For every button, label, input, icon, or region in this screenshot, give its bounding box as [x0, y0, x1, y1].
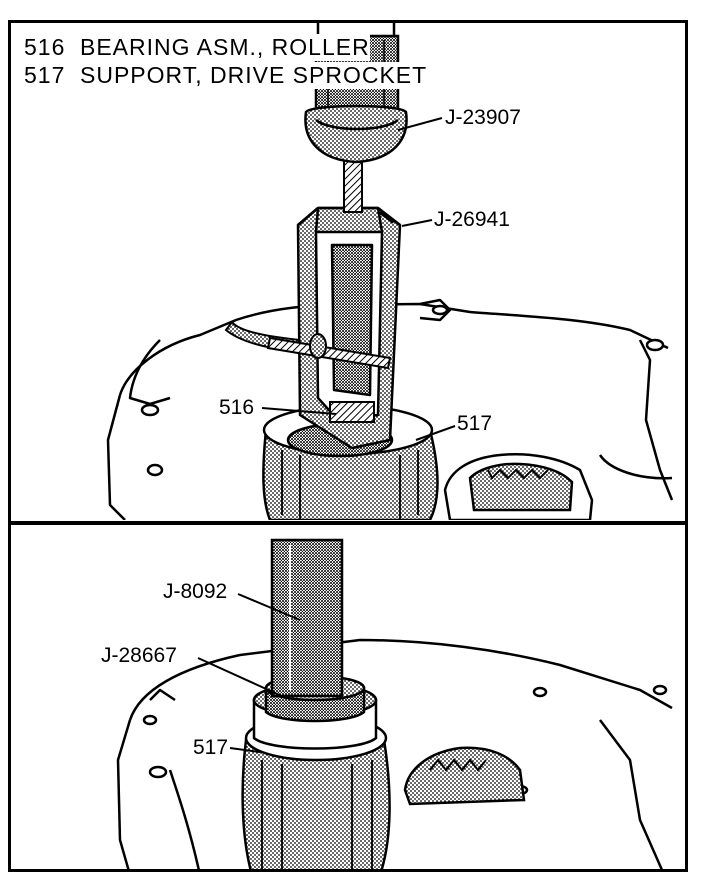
roller-bearing-516	[329, 401, 375, 423]
housing-outline-bottom	[116, 638, 673, 869]
bottom-panel-illustration	[116, 538, 673, 869]
callout-j23907: J-23907	[444, 106, 522, 130]
gear-housing-right	[443, 453, 594, 520]
bottom-leader-lines	[197, 593, 301, 753]
diagram-frame	[8, 20, 688, 872]
cross-bolt	[266, 333, 392, 370]
callout-j8092: J-8092	[162, 580, 229, 604]
legend-item-516: 516 BEARING ASM., ROLLER	[24, 34, 370, 61]
housing-bolt-holes	[140, 304, 665, 477]
callout-517-top: 517	[456, 412, 494, 436]
legend-description: SUPPORT, DRIVE SPROCKET	[80, 62, 428, 88]
callout-j28667: J-28667	[100, 644, 178, 668]
callout-j26941: J-26941	[433, 208, 511, 232]
callout-517-bottom: 517	[192, 736, 230, 760]
legend-item-517: 517 SUPPORT, DRIVE SPROCKET	[24, 62, 428, 89]
legend-number: 516	[24, 34, 66, 60]
driver-handle-j8092	[270, 538, 344, 698]
gear-housing-right-bottom	[403, 746, 526, 806]
panel-divider	[8, 521, 688, 525]
housing-outline	[106, 298, 674, 520]
top-leader-lines	[261, 117, 456, 441]
puller-j26941	[296, 206, 402, 450]
callout-516: 516	[218, 396, 256, 420]
legend-description: BEARING ASM., ROLLER	[80, 34, 370, 60]
legend-number: 517	[24, 62, 66, 88]
